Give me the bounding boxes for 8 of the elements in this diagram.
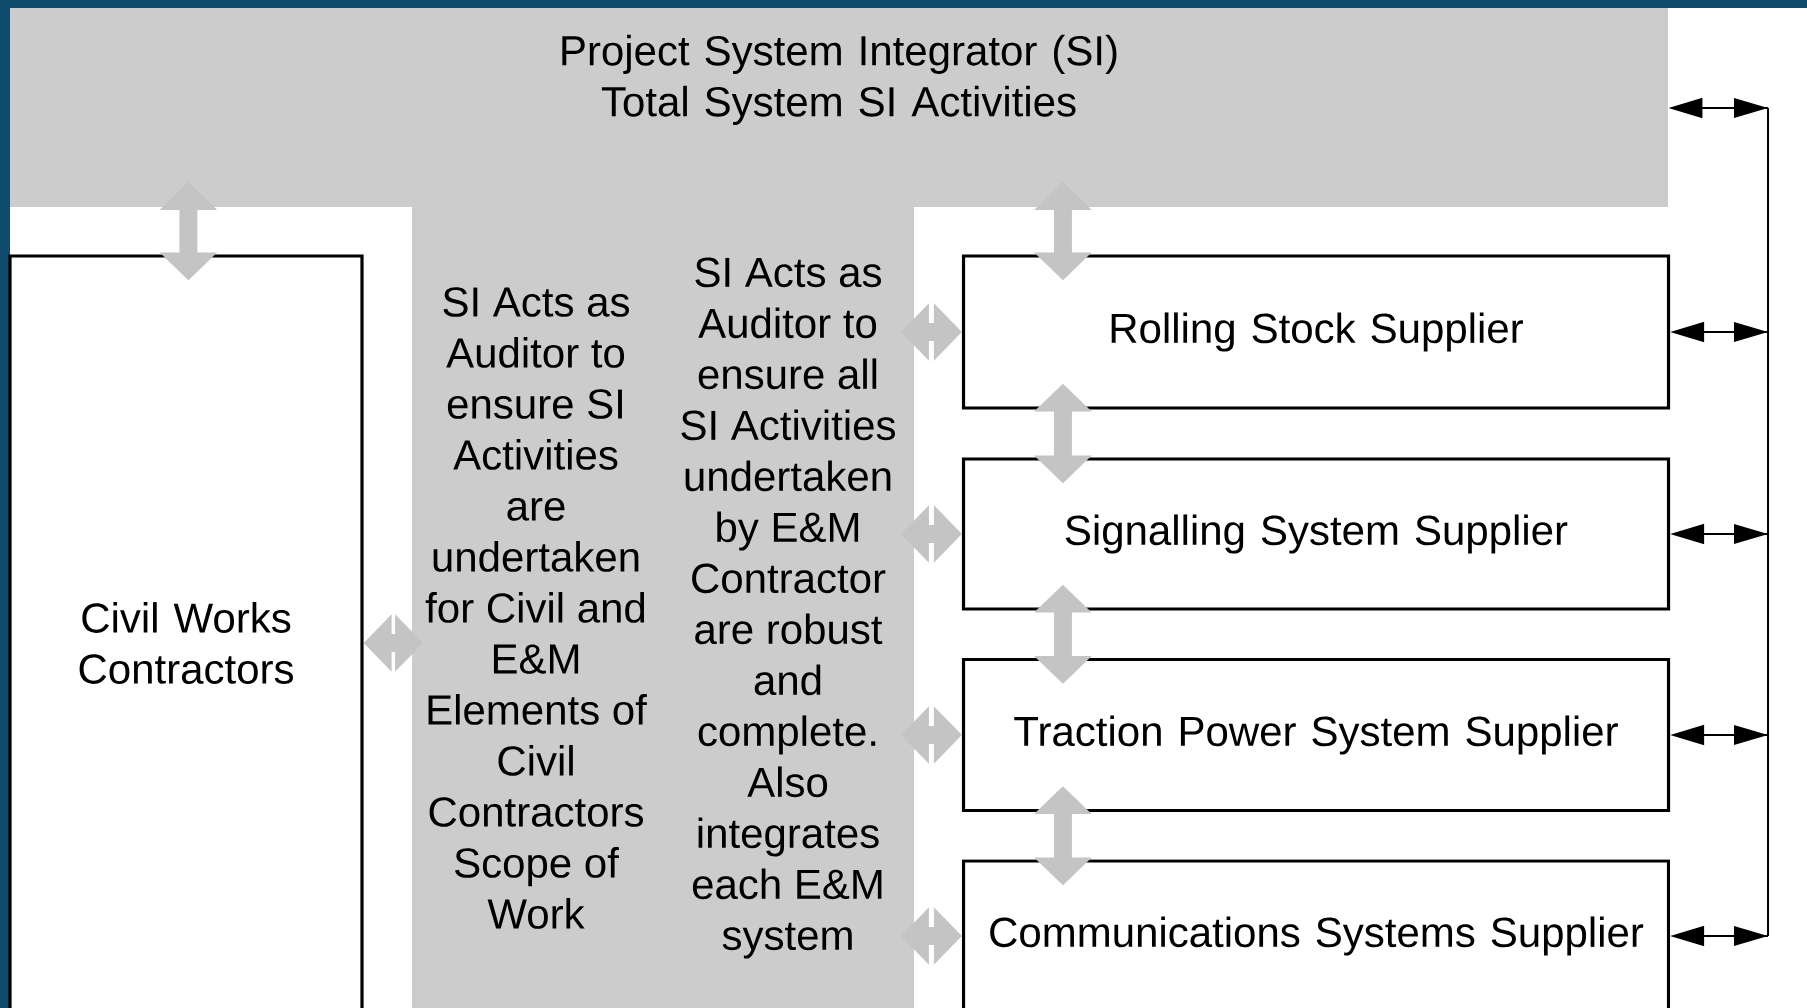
- note-text: SI Acts as Auditor to ensure SI Activities are undertaken for Civil and E&M Elements of Civil Contractors Scope of Work: [423, 287, 649, 929]
- process-box: Rolling Stock Supplier: [961, 254, 1671, 410]
- note-text: SI Acts as Auditor to ensure all SI Activities undertaken by E&M Contractor are robust and complete. Also integrates each E&M system: [675, 257, 901, 959]
- process-box: Civil Works Contractors: [8, 254, 364, 1008]
- process-box: Traction Power System Supplier: [961, 657, 1671, 813]
- process-box: Communications Systems Supplier: [961, 859, 1671, 1008]
- process-box: Signalling System Supplier: [961, 457, 1671, 611]
- bus-line: [1767, 107, 1769, 937]
